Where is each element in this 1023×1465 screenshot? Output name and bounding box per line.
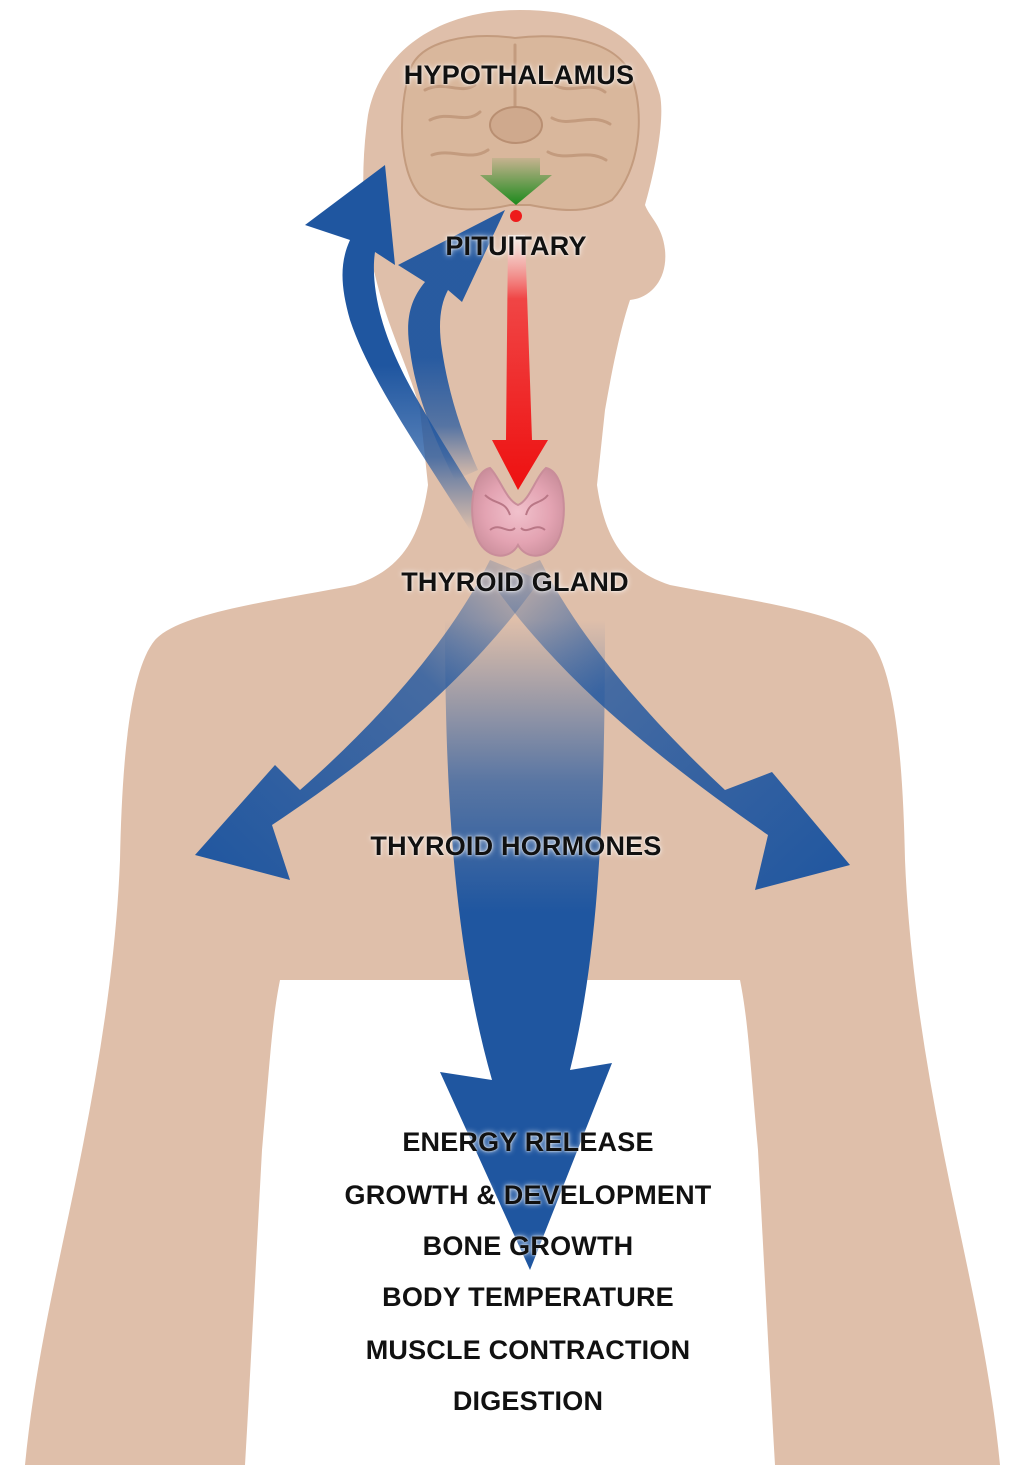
label-pituitary: PITUITARY [445, 231, 586, 262]
effect-body-temperature: BODY TEMPERATURE [382, 1282, 674, 1313]
effect-growth-development: GROWTH & DEVELOPMENT [345, 1180, 712, 1211]
hormone-arrow-down [440, 620, 612, 1270]
effect-bone-growth: BONE GROWTH [423, 1231, 634, 1262]
pituitary-dot [510, 210, 522, 222]
effect-digestion: DIGESTION [453, 1386, 603, 1417]
effect-muscle-contraction: MUSCLE CONTRACTION [366, 1335, 691, 1366]
effect-energy-release: ENERGY RELEASE [402, 1127, 653, 1158]
label-thyroid-gland: THYROID GLAND [401, 567, 629, 598]
label-hypothalamus: HYPOTHALAMUS [404, 60, 634, 91]
label-thyroid-hormones: THYROID HORMONES [370, 831, 661, 862]
